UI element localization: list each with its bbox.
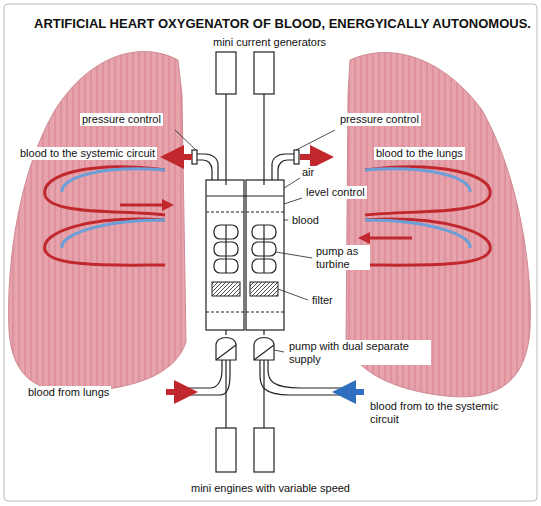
filters (212, 282, 308, 300)
inflow-arrow (344, 389, 364, 395)
flow-label: blood to the systemic circuit (18, 147, 157, 160)
part-label: blood (290, 214, 321, 227)
flow-label: blood from lungs (26, 386, 111, 399)
frame (4, 4, 537, 501)
outflow-arrow (172, 154, 192, 160)
inflow-arrow (166, 389, 186, 395)
part-label: filter (310, 294, 335, 307)
motor-label: mini engines with variable speed (189, 482, 352, 495)
flow-label: blood to the lungs (374, 147, 465, 160)
outlet-pipes (175, 130, 335, 180)
part-label: air (300, 166, 316, 179)
diagram-title: ARTIFICIAL HEART OXYGENATOR OF BLOOD, EN… (34, 16, 531, 31)
flow-label: blood from to the systemic circuit (368, 400, 532, 425)
part-label: pump with dual separate supply (287, 340, 431, 365)
generator-label: mini current generators (211, 36, 328, 49)
lung-circulation (45, 167, 491, 265)
generators (216, 52, 274, 185)
part-label: level control (304, 186, 367, 199)
pressure-label: pressure control (80, 113, 163, 126)
left-lung (9, 52, 186, 392)
dual-supply-pumps (206, 312, 284, 360)
outflow-arrow (300, 154, 322, 160)
part-label: pump as turbine (314, 245, 370, 270)
motors (216, 360, 274, 472)
turbine-pumps (214, 225, 312, 273)
pressure-label: pressure control (338, 113, 421, 126)
